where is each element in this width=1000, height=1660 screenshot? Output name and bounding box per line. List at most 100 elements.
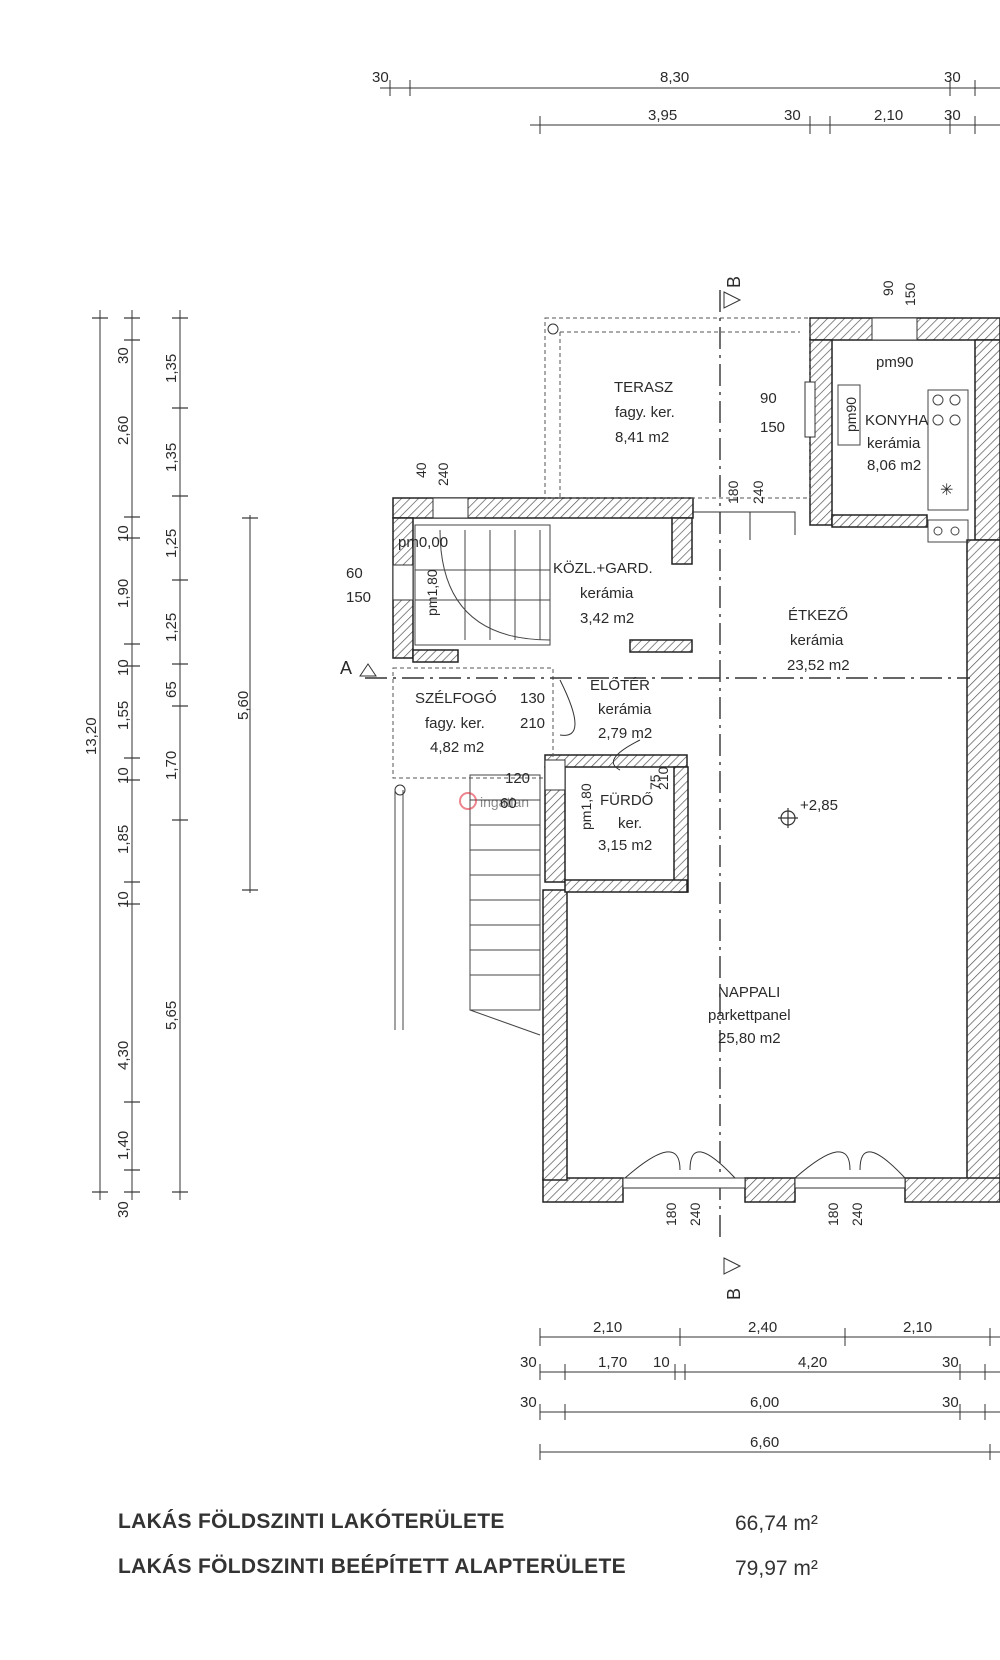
svg-text:150: 150 — [346, 589, 371, 606]
opening-labels: 90 150 90 150 40 240 60 150 180 240 130 … — [346, 280, 918, 1226]
svg-text:40: 40 — [413, 462, 429, 478]
section-lines — [365, 290, 970, 1240]
svg-text:pm90: pm90 — [843, 397, 859, 432]
svg-text:KÖZL.+GARD.: KÖZL.+GARD. — [553, 559, 653, 577]
dim-lc1-3: 1,90 — [115, 579, 132, 608]
svg-text:30: 30 — [520, 1354, 537, 1371]
svg-text:120: 120 — [505, 770, 530, 787]
terrace-column — [547, 323, 559, 335]
watermark-logo: ingatlan — [459, 792, 529, 810]
summary-label-built-area: LAKÁS FÖLDSZINTI BEÉPÍTETT ALAPTERÜLETE — [118, 1555, 626, 1578]
svg-text:2,10: 2,10 — [593, 1319, 622, 1336]
svg-text:240: 240 — [687, 1202, 703, 1226]
level-marks: pm90 pm90 pm0,00 pm1,80 pm1,80 +2,85 — [398, 354, 914, 830]
svg-text:4,82 m2: 4,82 m2 — [430, 739, 484, 756]
fan-icon: ✳ — [940, 482, 953, 499]
dim-lc2-1: 1,35 — [163, 443, 180, 472]
room-eloter: ELŐTÉR kerámia 2,79 m2 — [590, 677, 652, 742]
svg-text:210: 210 — [655, 766, 671, 790]
bottom-dimensions — [539, 1328, 1000, 1460]
svg-text:8,06 m2: 8,06 m2 — [867, 457, 921, 474]
dim-top-left-30: 30 — [372, 69, 389, 86]
svg-text:ingatlan: ingatlan — [480, 794, 529, 810]
dim-top2-c: 2,10 — [874, 107, 903, 124]
dim-top2-b: 30 — [784, 107, 801, 124]
dim-lc2-3: 1,25 — [163, 613, 180, 642]
svg-text:3,42 m2: 3,42 m2 — [580, 610, 634, 627]
svg-text:60: 60 — [346, 565, 363, 582]
svg-text:kerámia: kerámia — [867, 435, 921, 452]
svg-text:10: 10 — [653, 1354, 670, 1371]
svg-text:130: 130 — [520, 690, 545, 707]
svg-text:30: 30 — [942, 1354, 959, 1371]
dim-top-right-30: 30 — [944, 69, 961, 86]
svg-text:6,00: 6,00 — [750, 1394, 779, 1411]
windows — [392, 317, 918, 1189]
svg-text:150: 150 — [902, 282, 918, 306]
svg-text:1,70: 1,70 — [598, 1354, 627, 1371]
svg-text:pm90: pm90 — [876, 354, 914, 371]
svg-text:2,79 m2: 2,79 m2 — [598, 725, 652, 742]
left-dim-labels: 13,20 5,60 30 2,60 10 1,90 10 1,55 10 1,… — [83, 347, 252, 1218]
svg-text:240: 240 — [435, 462, 451, 486]
svg-text:kerámia: kerámia — [598, 701, 652, 718]
svg-text:SZÉLFOGÓ: SZÉLFOGÓ — [415, 690, 497, 707]
svg-text:8,41 m2: 8,41 m2 — [615, 429, 669, 446]
svg-text:ELŐTÉR: ELŐTÉR — [590, 677, 650, 694]
summary-value-built-area: 79,97 m² — [735, 1557, 818, 1580]
room-konyha: KONYHA kerámia 8,06 m2 — [865, 412, 928, 474]
svg-text:fagy. ker.: fagy. ker. — [615, 404, 675, 421]
svg-text:TERASZ: TERASZ — [614, 379, 673, 396]
svg-text:180: 180 — [663, 1202, 679, 1226]
svg-text:60: 60 — [500, 795, 517, 812]
bottom-dim-labels: 2,10 2,40 2,10 30 1,70 10 4,20 30 30 6,0… — [520, 1319, 959, 1451]
svg-text:parkettpanel: parkettpanel — [708, 1007, 791, 1024]
dim-top2-a: 3,95 — [648, 107, 677, 124]
svg-text:180: 180 — [825, 1202, 841, 1226]
room-furdo: FÜRDŐ ker. 3,15 m2 — [598, 791, 653, 854]
room-height-mark: +2,85 — [800, 797, 838, 814]
section-b-top: B — [724, 276, 744, 288]
svg-text:2,10: 2,10 — [903, 1319, 932, 1336]
svg-text:NAPPALI: NAPPALI — [718, 984, 780, 1001]
svg-text:240: 240 — [750, 480, 766, 504]
doors — [559, 511, 906, 1179]
kitchen-counter — [837, 384, 969, 543]
svg-text:2,40: 2,40 — [748, 1319, 777, 1336]
svg-text:75: 75 — [647, 774, 663, 790]
room-szelfogo: SZÉLFOGÓ fagy. ker. 4,82 m2 — [415, 690, 497, 756]
dim-lc1-10: 1,40 — [115, 1131, 132, 1160]
dim-lc1-9: 4,30 — [115, 1041, 132, 1070]
room-terasz: TERASZ fagy. ker. 8,41 m2 — [614, 379, 675, 446]
svg-text:pm0,00: pm0,00 — [398, 534, 448, 551]
summary-value-living-area: 66,74 m² — [735, 1512, 818, 1535]
dim-lc1-11: 30 — [115, 1201, 132, 1218]
svg-text:210: 210 — [520, 715, 545, 732]
dim-top2-d: 30 — [944, 107, 961, 124]
top-dimensions — [380, 80, 1000, 134]
dim-lc1-1: 2,60 — [115, 416, 132, 445]
dim-lc1-4: 10 — [115, 659, 132, 676]
room-etkezo: ÉTKEZŐ kerámia 23,52 m2 — [787, 607, 850, 674]
svg-text:6,60: 6,60 — [750, 1434, 779, 1451]
dim-lc1-2: 10 — [115, 525, 132, 542]
dim-left-total: 13,20 — [83, 717, 100, 755]
svg-text:23,52 m2: 23,52 m2 — [787, 657, 850, 674]
dim-left-mid: 5,60 — [235, 691, 252, 720]
svg-text:KONYHA: KONYHA — [865, 412, 928, 429]
svg-text:ker.: ker. — [618, 815, 642, 832]
dim-lc2-2: 1,25 — [163, 529, 180, 558]
section-a-left: A — [340, 658, 352, 678]
svg-text:fagy. ker.: fagy. ker. — [425, 715, 485, 732]
dim-lc1-5: 1,55 — [115, 701, 132, 730]
walls — [392, 317, 1000, 1203]
svg-text:90: 90 — [760, 390, 777, 407]
room-kozl-gard: KÖZL.+GARD. kerámia 3,42 m2 — [553, 559, 653, 627]
svg-text:kerámia: kerámia — [580, 585, 634, 602]
svg-text:3,15 m2: 3,15 m2 — [598, 837, 652, 854]
dim-lc2-6: 5,65 — [163, 1001, 180, 1030]
svg-text:90: 90 — [880, 280, 896, 296]
svg-text:4,20: 4,20 — [798, 1354, 827, 1371]
svg-text:25,80 m2: 25,80 m2 — [718, 1030, 781, 1047]
level-symbol — [778, 808, 798, 828]
